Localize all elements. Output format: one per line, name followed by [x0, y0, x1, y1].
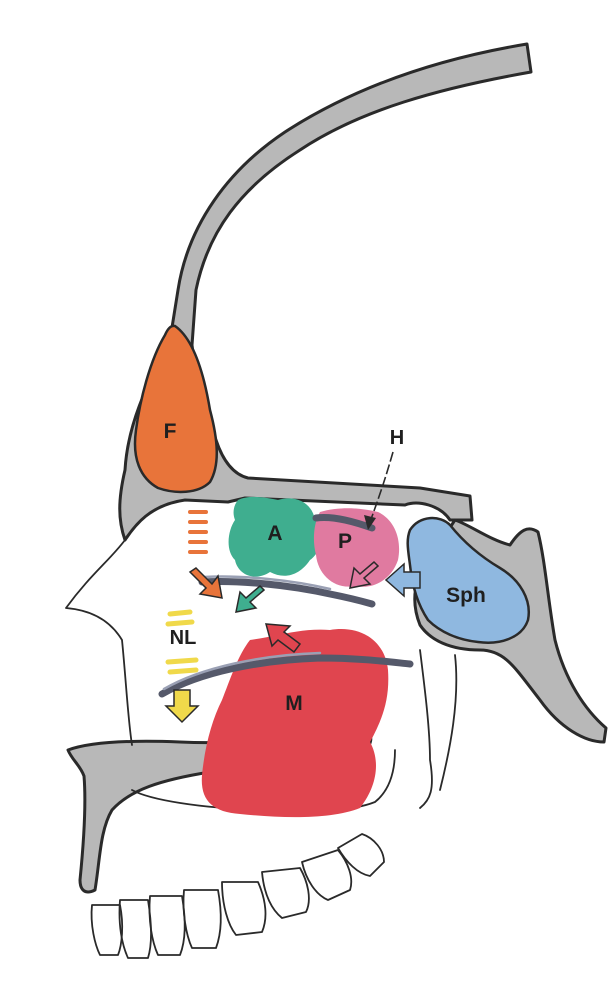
frontal-drainage-arrow [190, 568, 222, 598]
hiatus-label: H [390, 427, 404, 449]
face-outline [66, 540, 132, 745]
maxillary-sinus-label: M [285, 692, 303, 715]
frontal-duct-dashes [190, 512, 206, 552]
frontal-sinus [135, 326, 217, 492]
nasolacrimal-label: NL [170, 627, 197, 649]
anterior-ethmoid-label: A [267, 522, 282, 545]
posterior-ethmoid-label: P [338, 530, 352, 553]
frontal-sinus-label: F [164, 420, 177, 443]
nasolacrimal-drainage-arrow [166, 690, 198, 722]
pterygoid-outline [420, 650, 456, 808]
anterior-ethmoid-drainage-arrow [236, 586, 264, 612]
sphenoid-sinus-label: Sph [446, 584, 486, 607]
teeth [92, 834, 384, 958]
